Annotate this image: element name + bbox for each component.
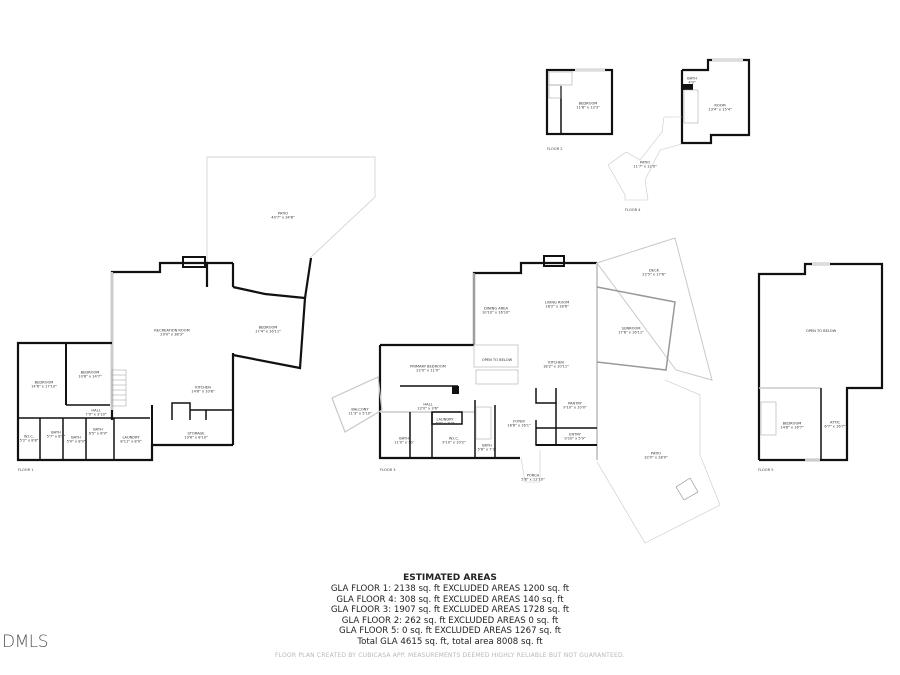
floor-2-plan xyxy=(545,68,614,136)
floor-1-label: FLOOR 1 xyxy=(18,468,34,472)
floor-3-label: FLOOR 3 xyxy=(380,468,396,472)
estimated-areas-summary: ESTIMATED AREAS GLA FLOOR 1: 2138 sq. ft… xyxy=(0,573,900,648)
floor-4-plan xyxy=(607,58,751,201)
floor-1-plan xyxy=(16,156,376,462)
summary-title: ESTIMATED AREAS xyxy=(403,573,497,583)
room-label: W.I.C.9'10" x 10'2" xyxy=(442,436,466,445)
summary-row: GLA FLOOR 1: 2138 sq. ft EXCLUDED AREAS … xyxy=(330,584,570,594)
floor-5-plan xyxy=(757,262,884,462)
floor-4-label: FLOOR 4 xyxy=(625,208,641,212)
floor-3-plan xyxy=(331,237,721,544)
summary-row: GLA FLOOR 4: 308 sq. ft EXCLUDED AREAS 1… xyxy=(336,594,564,605)
summary-total-row: Total GLA 4615 sq. ft, total area 8008 s… xyxy=(357,636,543,647)
summary-row: GLA FLOOR 3: 1907 sq. ft EXCLUDED AREAS … xyxy=(330,605,570,616)
disclaimer-text: FLOOR PLAN CREATED BY CUBICASA APP. MEAS… xyxy=(275,652,625,659)
summary-row: GLA FLOOR 2: 262 sq. ft EXCLUDED AREAS 0… xyxy=(341,615,559,626)
floor-2-label: FLOOR 2 xyxy=(547,147,563,151)
mls-watermark: DMLS xyxy=(2,632,49,652)
summary-row: GLA FLOOR 5: 0 sq. ft EXCLUDED AREAS 126… xyxy=(339,626,561,637)
room-label: OPEN TO BELOW xyxy=(805,328,837,333)
room-label: W.I.C.5'2" x 8'8" xyxy=(19,434,39,443)
floor-5-label: FLOOR 5 xyxy=(758,468,774,472)
room-label: OPEN TO BELOW xyxy=(481,357,513,362)
